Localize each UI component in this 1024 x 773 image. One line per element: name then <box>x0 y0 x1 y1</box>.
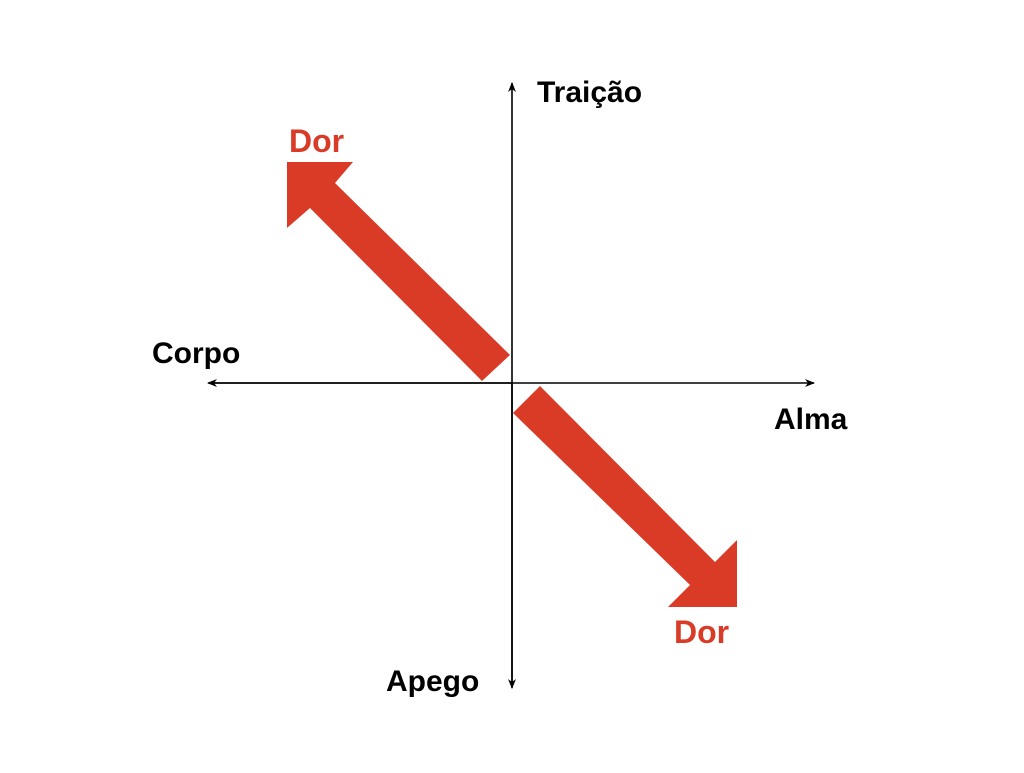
axis-label-right: Alma <box>774 403 848 436</box>
arrow-label-upper-left: Dor <box>289 123 344 159</box>
upper-left-arrow <box>287 162 510 381</box>
lower-right-arrow <box>513 386 737 607</box>
axis-label-top: Traição <box>537 76 642 109</box>
axis-label-bottom: Apego <box>386 665 479 698</box>
arrow-label-lower-right: Dor <box>674 614 729 650</box>
axis-label-left: Corpo <box>152 337 240 370</box>
